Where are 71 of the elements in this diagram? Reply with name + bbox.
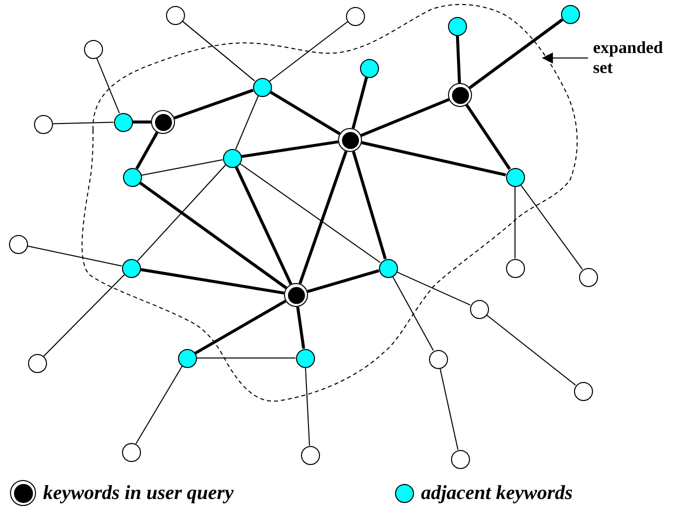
adjacent-keyword-node: [252, 78, 272, 96]
graph-edge: [392, 276, 434, 352]
adjacent-keyword-node: [122, 168, 142, 186]
arrow: [542, 52, 588, 64]
adjacent-keyword-node: [122, 258, 140, 278]
adjacent-keyword-node: [360, 58, 378, 78]
adjacent-keyword-node: [114, 112, 132, 132]
graph-edge: [135, 132, 158, 170]
graph-edge: [234, 166, 292, 285]
graph-edge: [396, 271, 471, 306]
empty-node: [506, 258, 524, 278]
graph-edge: [140, 268, 284, 295]
graph-edge: [52, 122, 114, 124]
empty-node: [450, 450, 470, 468]
graph-edge: [360, 98, 450, 137]
adjacent-keyword-node: [378, 258, 398, 278]
query-keyword-node: [151, 110, 175, 134]
graph-edge: [174, 88, 254, 120]
graph-edge: [43, 274, 125, 357]
graph-edge: [136, 164, 226, 262]
query-keyword-node: [284, 283, 308, 307]
graph-edge: [239, 162, 381, 264]
adjacent-keyword-node: [222, 148, 242, 168]
graph-edge: [298, 150, 348, 284]
graph-edge: [235, 95, 259, 150]
graph-edge: [96, 57, 120, 114]
empty-node: [34, 114, 52, 134]
empty-node: [300, 446, 320, 464]
graph-edge: [514, 186, 516, 259]
callout-label: expanded set: [593, 38, 664, 78]
graph-edge: [456, 35, 461, 84]
empty-node: [166, 6, 184, 24]
graph-edge: [307, 269, 380, 294]
query-keyword-node: [448, 83, 472, 107]
graph-edge: [352, 151, 387, 260]
graph-edge: [138, 181, 288, 290]
graph-edge: [361, 141, 506, 176]
query-keyword-node: [338, 128, 362, 152]
empty-node: [122, 442, 140, 462]
empty-node: [8, 234, 28, 254]
graph-edge: [305, 366, 310, 446]
graph-edge: [135, 366, 183, 444]
graph-edge: [468, 18, 564, 90]
adjacent-keyword-node: [448, 16, 466, 36]
empty-node: [578, 268, 598, 286]
adjacent-keyword-node: [506, 168, 524, 186]
empty-node: [574, 382, 592, 400]
graph-edge: [140, 159, 224, 176]
graph-edge: [269, 90, 340, 136]
graph-edge: [182, 20, 256, 82]
adjacent-keyword-node: [178, 348, 196, 368]
graph-edge: [296, 306, 306, 349]
graph-edge: [269, 21, 348, 82]
graph-edge: [465, 104, 511, 170]
empty-node: [346, 6, 364, 26]
graph-edge: [194, 300, 286, 355]
graph-edge: [440, 368, 458, 450]
adjacent-keyword-node: [296, 348, 314, 368]
graph-edge: [520, 184, 583, 270]
legend-label: adjacent keywords: [421, 481, 573, 505]
empty-node: [470, 300, 488, 318]
graph-edge: [26, 245, 122, 267]
adjacent-keyword-node: [560, 4, 580, 24]
graph-edge: [352, 76, 368, 129]
graph-edge: [486, 314, 576, 386]
empty-node: [84, 40, 102, 58]
empty-node: [28, 354, 46, 372]
empty-node: [428, 350, 448, 368]
graph-edge: [132, 120, 151, 124]
legend-label: keywords in user query: [43, 481, 234, 505]
graph-edge: [241, 140, 338, 158]
